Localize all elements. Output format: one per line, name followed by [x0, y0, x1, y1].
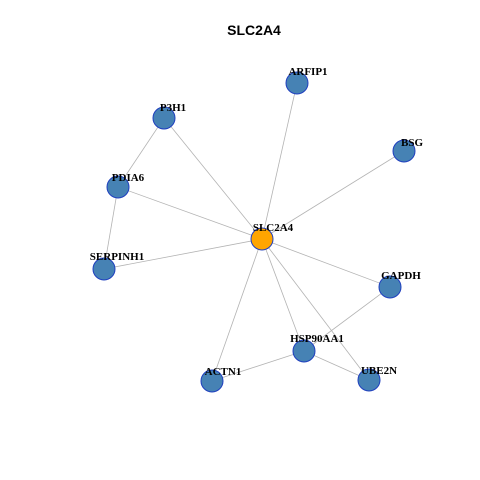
edge-slc2a4-p3h1 — [163, 117, 263, 240]
node-label-gapdh: GAPDH — [381, 270, 421, 282]
edge-slc2a4-serpinh1 — [103, 238, 263, 270]
edge-slc2a4-gapdh — [261, 238, 391, 288]
edge-slc2a4-hsp90aa1 — [261, 238, 305, 352]
node-label-arfip1: ARFIP1 — [288, 66, 327, 78]
node-arfip1[interactable] — [285, 71, 309, 95]
node-label-slc2a4: SLC2A4 — [253, 222, 294, 234]
node-label-serpinh1: SERPINH1 — [90, 251, 144, 263]
edge-layer — [103, 82, 405, 382]
node-ube2n[interactable] — [357, 368, 381, 392]
node-label-ube2n: UBE2N — [361, 365, 397, 377]
node-label-hsp90aa1: HSP90AA1 — [290, 333, 344, 345]
edge-pdia6-serpinh1 — [103, 186, 119, 270]
edge-slc2a4-arfip1 — [261, 82, 298, 240]
node-pdia6[interactable] — [106, 175, 130, 199]
graph-title: SLC2A4 — [227, 22, 281, 38]
node-label-bsg: BSG — [401, 137, 423, 149]
edge-slc2a4-ube2n — [261, 238, 370, 381]
node-label-pdia6: PDIA6 — [112, 172, 145, 184]
node-gapdh[interactable] — [378, 275, 402, 299]
edge-hsp90aa1-ube2n — [303, 350, 370, 381]
node-label-p3h1: P3H1 — [160, 102, 186, 114]
node-hsp90aa1[interactable] — [292, 339, 316, 363]
node-layer — [92, 71, 416, 393]
node-p3h1[interactable] — [152, 106, 176, 130]
edge-hsp90aa1-actn1 — [211, 350, 305, 382]
node-label-actn1: ACTN1 — [205, 366, 242, 378]
edge-slc2a4-pdia6 — [117, 186, 263, 240]
node-actn1[interactable] — [200, 369, 224, 393]
edge-slc2a4-actn1 — [211, 238, 263, 382]
edge-p3h1-pdia6 — [117, 117, 165, 188]
edge-slc2a4-bsg — [261, 150, 405, 240]
node-bsg[interactable] — [392, 139, 416, 163]
node-serpinh1[interactable] — [92, 257, 116, 281]
node-slc2a4[interactable] — [250, 227, 274, 251]
edge-gapdh-hsp90aa1 — [303, 286, 391, 352]
